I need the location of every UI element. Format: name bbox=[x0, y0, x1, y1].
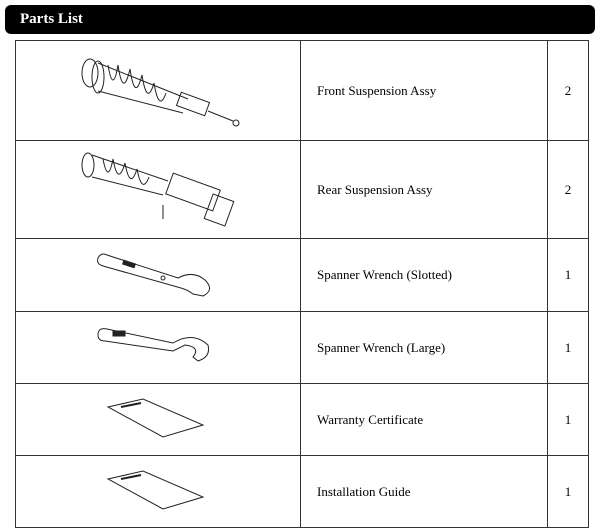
part-name: Spanner Wrench (Slotted) bbox=[300, 238, 548, 312]
part-image-cell bbox=[15, 383, 301, 456]
part-image-cell bbox=[15, 238, 301, 312]
table-row: Spanner Wrench (Slotted) 1 bbox=[15, 238, 589, 312]
part-name: Spanner Wrench (Large) bbox=[300, 311, 548, 384]
table-row: Installation Guide 1 bbox=[15, 455, 589, 528]
rear-suspension-icon bbox=[81, 152, 235, 227]
large-wrench-icon bbox=[97, 327, 209, 362]
part-name: Front Suspension Assy bbox=[300, 40, 548, 141]
part-qty: 1 bbox=[547, 455, 589, 528]
part-name: Rear Suspension Assy bbox=[300, 140, 548, 239]
table-row: Front Suspension Assy 2 bbox=[15, 40, 589, 141]
part-image-cell bbox=[15, 140, 301, 239]
part-qty: 2 bbox=[547, 40, 589, 141]
table-row: Warranty Certificate 1 bbox=[15, 383, 589, 456]
part-image-cell bbox=[15, 40, 301, 141]
table-row: Rear Suspension Assy 2 bbox=[15, 140, 589, 239]
part-qty: 1 bbox=[547, 238, 589, 312]
part-qty: 2 bbox=[547, 140, 589, 239]
part-qty: 1 bbox=[547, 383, 589, 456]
table-row: Spanner Wrench (Large) 1 bbox=[15, 311, 589, 384]
part-name: Installation Guide bbox=[300, 455, 548, 528]
front-suspension-icon bbox=[81, 58, 240, 126]
slotted-wrench-icon bbox=[97, 253, 210, 297]
section-title: Parts List bbox=[20, 11, 83, 27]
document-icon bbox=[106, 469, 205, 510]
parts-table: Front Suspension Assy 2 Rear Suspension … bbox=[15, 40, 589, 528]
part-qty: 1 bbox=[547, 311, 589, 384]
part-image-cell bbox=[15, 311, 301, 384]
section-header: Parts List bbox=[5, 5, 595, 34]
document-icon bbox=[106, 397, 205, 438]
part-name: Warranty Certificate bbox=[300, 383, 548, 456]
part-image-cell bbox=[15, 455, 301, 528]
